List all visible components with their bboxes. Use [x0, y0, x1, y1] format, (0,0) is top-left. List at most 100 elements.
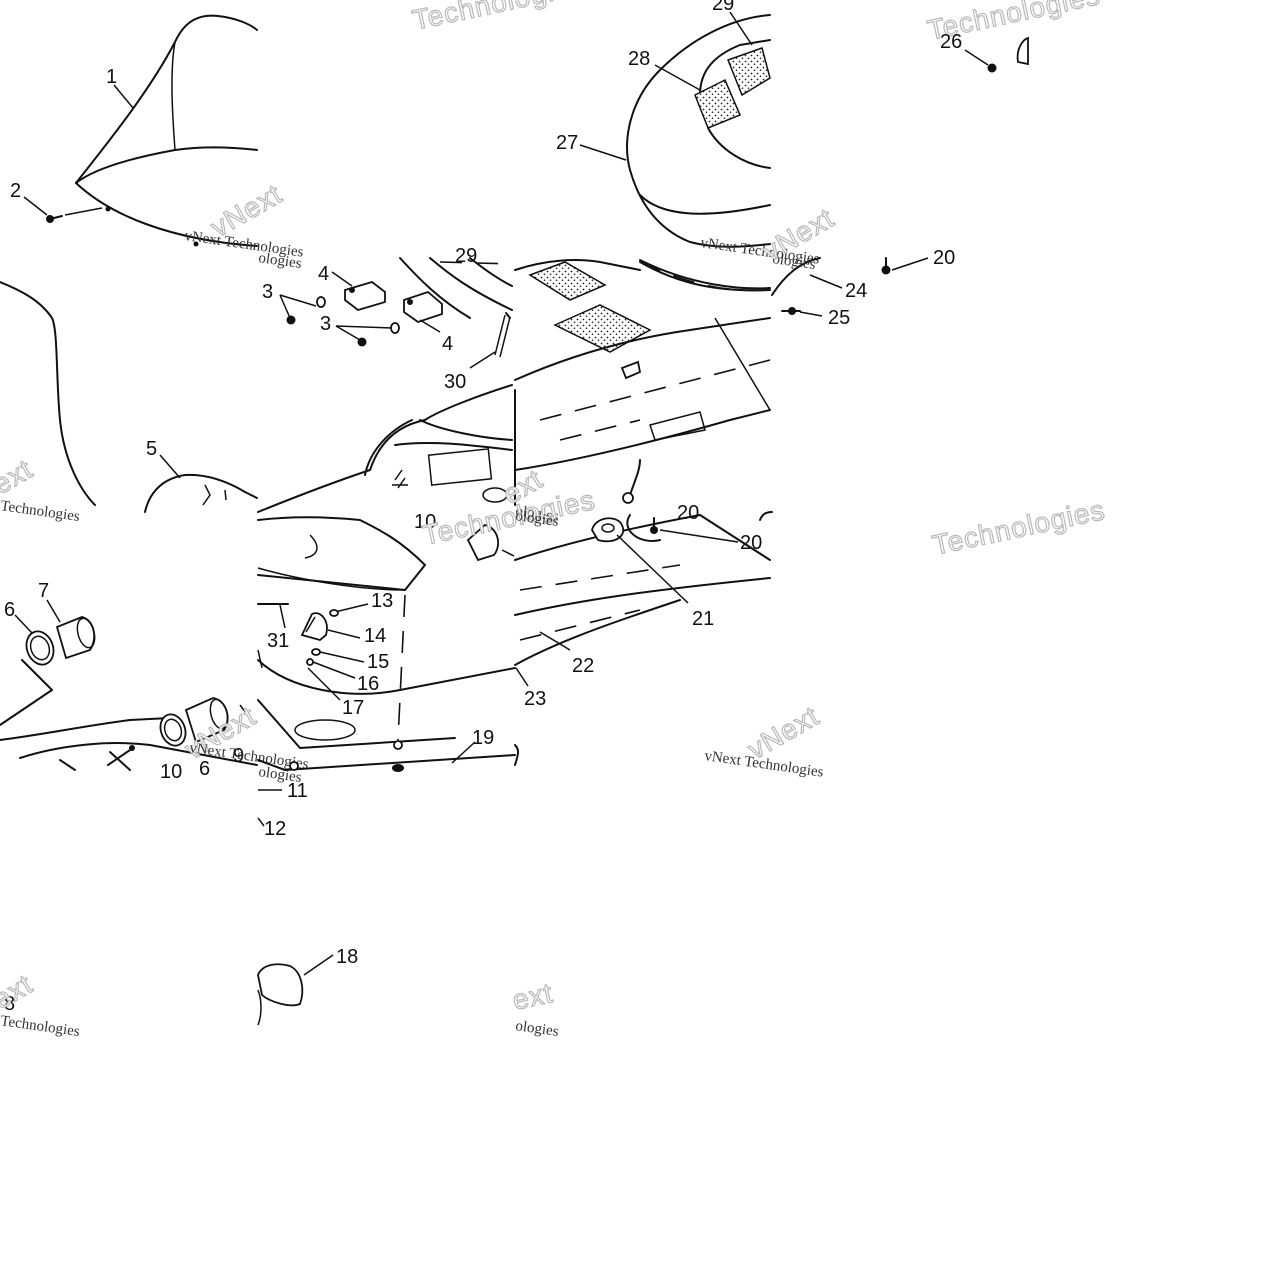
screw-part-2	[23, 196, 103, 223]
watermark-technologies-1: Technologies	[410, 0, 588, 36]
callout-7: 7	[38, 580, 49, 602]
callout-5: 5	[146, 438, 157, 460]
screw-part-25	[781, 307, 823, 317]
callout-4-top: 4	[318, 263, 329, 285]
callout-30: 30	[444, 371, 466, 393]
reflector-part-mid	[466, 524, 515, 562]
leader-5	[159, 454, 181, 479]
callout-26: 26	[940, 31, 962, 53]
lower-fairing-part	[0, 659, 258, 771]
leader-19	[451, 741, 476, 764]
callout-25: 25	[828, 307, 850, 329]
callout-3-bottom: 3	[320, 313, 331, 335]
callout-18: 18	[336, 946, 358, 968]
windshield-part	[75, 14, 258, 247]
callout-20-right: 20	[740, 532, 762, 554]
watermark-ologies-5: ologies	[514, 508, 559, 530]
callout-19: 19	[472, 727, 494, 749]
leader-23	[515, 667, 529, 687]
screw-part-10	[107, 745, 135, 766]
headlight-ring-part-6a	[25, 630, 55, 666]
bracket-part-4b	[403, 290, 443, 323]
callout-12: 12	[264, 818, 286, 840]
callout-20-top: 20	[933, 247, 955, 269]
callout-29-top: 29	[712, 0, 734, 15]
headlight-housing-part-5	[144, 473, 258, 513]
fastener-set-3a	[279, 294, 326, 325]
headlight-ring-part-6b	[159, 713, 187, 747]
callout-8: 8	[4, 993, 15, 1015]
leader-12	[257, 817, 265, 827]
leader-22	[539, 631, 571, 651]
seat-base-part	[514, 259, 771, 506]
watermark-ext-3: ext	[0, 968, 38, 1015]
callout-11: 11	[287, 780, 308, 802]
leader-4a	[331, 271, 353, 287]
leader-4b	[419, 319, 441, 333]
leader-14	[327, 629, 361, 639]
leader-24	[809, 274, 843, 289]
seat-cushion-part	[626, 14, 771, 248]
nose-pan-part	[257, 516, 516, 772]
edge-fragment	[759, 511, 773, 521]
callout-20-mid: 20	[677, 502, 699, 524]
callout-6-bottom: 6	[199, 758, 210, 780]
leader-28	[654, 64, 701, 91]
screw-part-20-top	[881, 257, 929, 275]
washer-part-15	[311, 648, 321, 656]
washer-part-16	[306, 658, 314, 666]
screw-part-20-mid	[650, 517, 739, 543]
watermark-ologies-1: ologies	[257, 250, 302, 272]
leader-6a	[14, 614, 33, 634]
watermark-ologies-4: ologies	[257, 764, 302, 786]
leader-31	[279, 604, 286, 629]
nut-part-26	[987, 63, 997, 73]
callout-13: 13	[371, 590, 393, 612]
callout-10: 10	[414, 511, 436, 533]
screw-part-13	[329, 609, 339, 617]
callout-10-partial: 10	[160, 761, 182, 783]
callout-29-mid: 29	[455, 245, 477, 267]
leader-16	[312, 661, 356, 679]
leader-27	[579, 144, 627, 161]
callout-1: 1	[106, 66, 117, 88]
callout-15: 15	[367, 651, 389, 673]
leader-21	[616, 534, 689, 604]
watermark-ext-1: ext	[0, 453, 38, 500]
mirror-part-18	[257, 963, 304, 1026]
watermark-ologies-3: ologies	[771, 251, 816, 273]
watermark-ologies-6: ologies	[514, 1018, 559, 1040]
callout-6-top: 6	[4, 599, 15, 621]
bracket-part-4a	[344, 281, 386, 311]
callout-2: 2	[10, 180, 21, 202]
leader-30	[469, 351, 496, 369]
callout-16: 16	[357, 673, 379, 695]
side-panel-part	[0, 281, 96, 506]
clip-part-14	[300, 612, 328, 641]
leader-13	[334, 603, 369, 613]
headlight-bulb-part-7	[55, 616, 96, 660]
leader-7	[46, 599, 61, 623]
watermark-technologies-4: Technologies	[930, 494, 1108, 561]
leader-17	[307, 667, 341, 701]
callout-27: 27	[556, 132, 578, 154]
rear-cowl-part	[639, 257, 821, 296]
strap-part-30	[494, 312, 511, 358]
leader-15	[319, 651, 365, 663]
callout-17: 17	[342, 697, 364, 719]
callout-14: 14	[364, 625, 386, 647]
watermark-ologies-2: ologies	[514, 503, 559, 525]
dash-guide-19	[397, 594, 406, 741]
watermark-ext-4: ext	[510, 977, 556, 1016]
leader-1	[113, 84, 134, 109]
leader-18	[303, 954, 334, 976]
bracket-part-26	[1016, 36, 1029, 66]
callout-4-bottom: 4	[442, 333, 453, 355]
leader-29	[729, 11, 753, 46]
watermark-chnologies-1: Technologies	[0, 498, 81, 525]
callout-22: 22	[572, 655, 594, 677]
callout-21: 21	[692, 608, 714, 630]
headlight-bulb-part-9	[184, 697, 247, 744]
hood-part	[257, 257, 513, 513]
